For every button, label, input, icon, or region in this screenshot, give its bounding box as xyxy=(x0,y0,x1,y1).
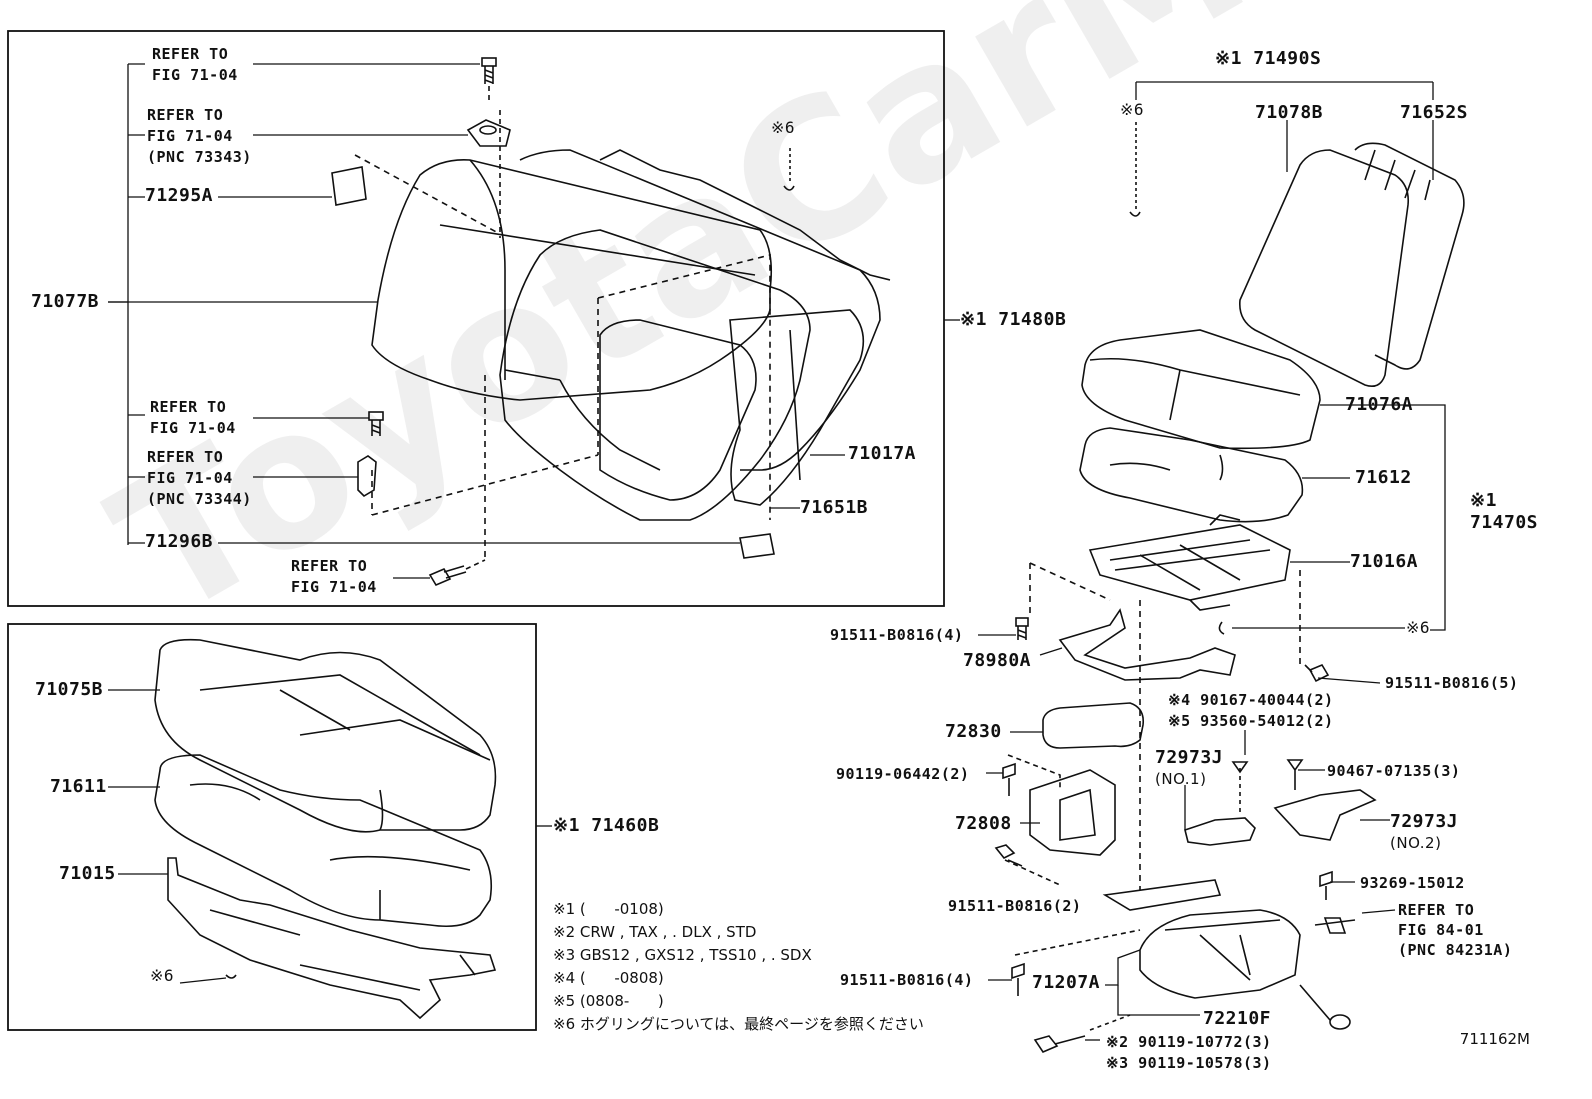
bolt-91511-4a xyxy=(1015,617,1029,640)
bolt-91511-2 xyxy=(994,844,1023,867)
part-71295a: 71295A xyxy=(145,185,214,206)
part-90167-40044: ※4 90167-40044(2) xyxy=(1168,691,1334,709)
part-71077b: 71077B xyxy=(31,291,100,312)
refer-fig84-line3: (PNC 84231A) xyxy=(1398,941,1513,959)
part-72973j-no2-suffix: (NO.2) xyxy=(1390,834,1442,852)
rear-back-leaders xyxy=(108,63,960,579)
part-71015: 71015 xyxy=(59,863,116,884)
refer-hinge-low-line1: REFER TO xyxy=(147,448,224,466)
part-90467-07135: 90467-07135(3) xyxy=(1327,762,1461,780)
part-72973j-no2: 72973J xyxy=(1390,811,1459,832)
bolt-top xyxy=(481,57,497,84)
part-71651b: 71651B xyxy=(800,497,869,518)
part-71480b: ※1 71480B xyxy=(960,309,1067,330)
part-90119-10578: ※3 90119-10578(3) xyxy=(1106,1054,1272,1072)
part-91511-b0816-2: 91511-B0816(2) xyxy=(948,897,1082,915)
hog-ring-rear-cushion: ※6 xyxy=(150,966,175,985)
refer-hinge-top-line2: FIG 71-04 xyxy=(147,127,233,145)
note-4: ※4 ( -0808) xyxy=(553,969,664,987)
part-71075b: 71075B xyxy=(35,679,104,700)
part-71490s: ※1 71490S xyxy=(1215,48,1322,69)
part-91511-b0816-4b: 91511-B0816(4) xyxy=(840,971,974,989)
part-91511-b0816-5: 91511-B0816(5) xyxy=(1385,674,1519,692)
rear-back-frame xyxy=(7,30,945,607)
part-71611: 71611 xyxy=(50,776,107,797)
bolt-91511-5 xyxy=(1304,663,1330,683)
right-seat-illustration xyxy=(994,122,1465,1053)
rear-cushion-frame xyxy=(7,623,537,1031)
part-90119-06442: 90119-06442(2) xyxy=(836,765,970,783)
hog-ring-rear-back: ※6 xyxy=(771,118,796,137)
refer-hinge-low-line2: FIG 71-04 xyxy=(147,469,233,487)
right-seat-leaders xyxy=(978,81,1446,1041)
part-71076a: 71076A xyxy=(1345,394,1414,415)
part-91511-b0816-4a: 91511-B0816(4) xyxy=(830,626,964,644)
note-2: ※2 CRW , TAX , . DLX , STD xyxy=(553,923,757,941)
refer-hinge-top-line3: (PNC 73343) xyxy=(147,148,252,166)
refer-bolt-bottom-line1: REFER TO xyxy=(291,557,368,575)
refer-hinge-low-line3: (PNC 73344) xyxy=(147,490,252,508)
rear-cushion-illustration xyxy=(154,638,497,1020)
refer-hinge-top-line1: REFER TO xyxy=(147,106,224,124)
screw-06442 xyxy=(1002,762,1016,796)
part-71296b: 71296B xyxy=(145,531,214,552)
part-71017a: 71017A xyxy=(848,443,917,464)
part-72210f: 72210F xyxy=(1203,1008,1272,1029)
part-93560-54012: ※5 93560-54012(2) xyxy=(1168,712,1334,730)
diagram-code: 711162M xyxy=(1459,1030,1530,1048)
hog-ring-mid: ※6 xyxy=(1406,618,1431,637)
part-71207a: 71207A xyxy=(1032,972,1101,993)
refer-bolt-top-line2: FIG 71-04 xyxy=(152,66,238,84)
part-71470s: ※1 71470S xyxy=(1470,490,1539,533)
note-3: ※3 GBS12 , GXS12 , TSS10 , . SDX xyxy=(553,946,812,964)
part-72808: 72808 xyxy=(955,813,1012,834)
note-6: ※6 ホグリングについては、最終ページを参照ください xyxy=(553,1015,924,1033)
refer-bolt-top-line1: REFER TO xyxy=(152,45,229,63)
refer-bolt-mid-line1: REFER TO xyxy=(150,398,227,416)
rear-cushion-leaders xyxy=(108,689,552,984)
rear-back-illustration xyxy=(331,57,891,587)
part-71460b: ※1 71460B xyxy=(553,815,660,836)
hog-ring-top: ※6 xyxy=(1120,100,1145,119)
part-72973j-no1-suffix: (NO.1) xyxy=(1155,770,1207,788)
part-71078b: 71078B xyxy=(1255,102,1324,123)
note-5: ※5 (0808- ) xyxy=(553,992,664,1010)
part-78980a: 78980A xyxy=(963,650,1032,671)
part-93269-15012: 93269-15012 xyxy=(1360,874,1465,892)
note-1: ※1 ( -0108) xyxy=(553,900,664,918)
refer-bolt-bottom-line2: FIG 71-04 xyxy=(291,578,377,596)
part-90119-10772: ※2 90119-10772(3) xyxy=(1106,1033,1272,1051)
refer-bolt-mid-line2: FIG 71-04 xyxy=(150,419,236,437)
part-72830: 72830 xyxy=(945,721,1002,742)
refer-fig84-line1: REFER TO xyxy=(1398,901,1475,919)
part-71016a: 71016A xyxy=(1350,551,1419,572)
part-71652s: 71652S xyxy=(1400,102,1469,123)
part-72973j-no1: 72973J xyxy=(1155,747,1224,768)
part-71612: 71612 xyxy=(1355,467,1412,488)
refer-fig84-line2: FIG 84-01 xyxy=(1398,921,1484,939)
